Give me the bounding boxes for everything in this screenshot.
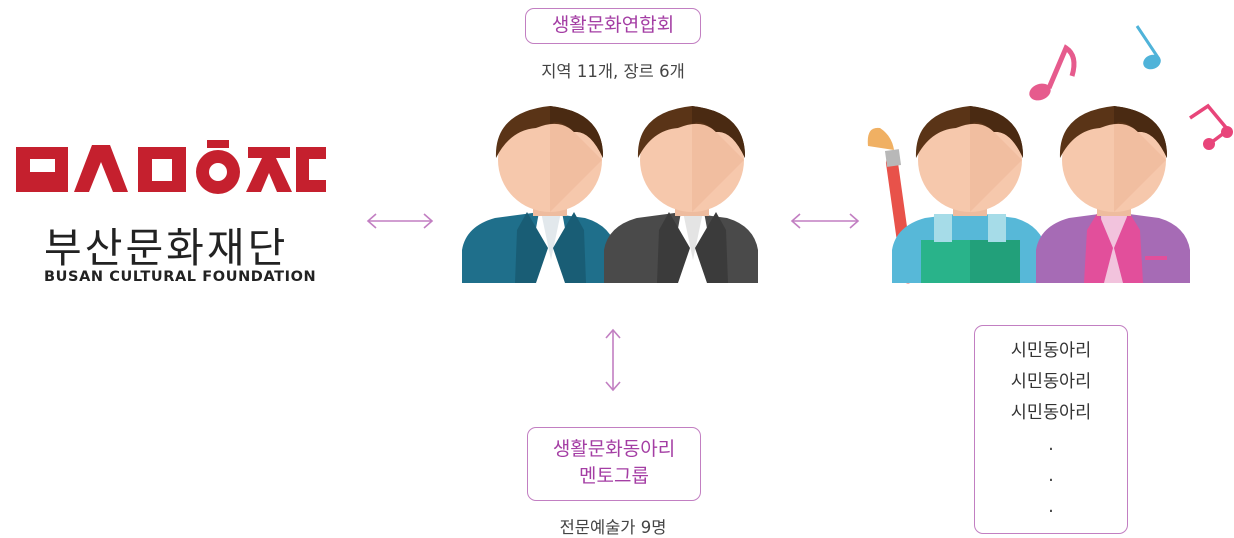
connector-arrows xyxy=(366,213,860,392)
mentor-title-line2: 멘토그룹 xyxy=(579,465,649,487)
continuation-dot: . xyxy=(1048,465,1054,486)
foundation-name-korean: 부산문화재단 xyxy=(44,224,289,272)
music-note-double-icon xyxy=(1189,103,1233,150)
music-note-pink-icon xyxy=(1029,44,1077,101)
mentor-group-title: 생활문화동아리 멘토그룹 xyxy=(527,427,701,501)
person-association-1 xyxy=(462,106,616,283)
person-association-2 xyxy=(604,106,758,283)
foundation-name-english: BUSAN CULTURAL FOUNDATION xyxy=(44,269,317,285)
mentor-group-subtitle: 전문예술가 9명 xyxy=(559,518,667,537)
club-item: 시민동아리 xyxy=(1010,372,1092,392)
club-item: 시민동아리 xyxy=(1010,403,1092,423)
club-item: 시민동아리 xyxy=(1010,341,1092,361)
person-club-1 xyxy=(892,106,1046,283)
mentor-title-line1: 생활문화동아리 xyxy=(552,438,676,460)
association-subtitle: 지역 11개, 장르 6개 xyxy=(541,62,685,81)
music-note-blue-icon xyxy=(1135,25,1161,70)
club-list-box: 시민동아리 시민동아리 시민동아리 . . . xyxy=(974,325,1128,534)
continuation-dot: . xyxy=(1048,496,1054,517)
foundation-logo-mark xyxy=(16,140,326,194)
continuation-dot: . xyxy=(1048,434,1054,455)
association-title: 생활문화연합회 xyxy=(525,8,701,44)
person-club-2 xyxy=(1036,106,1190,283)
